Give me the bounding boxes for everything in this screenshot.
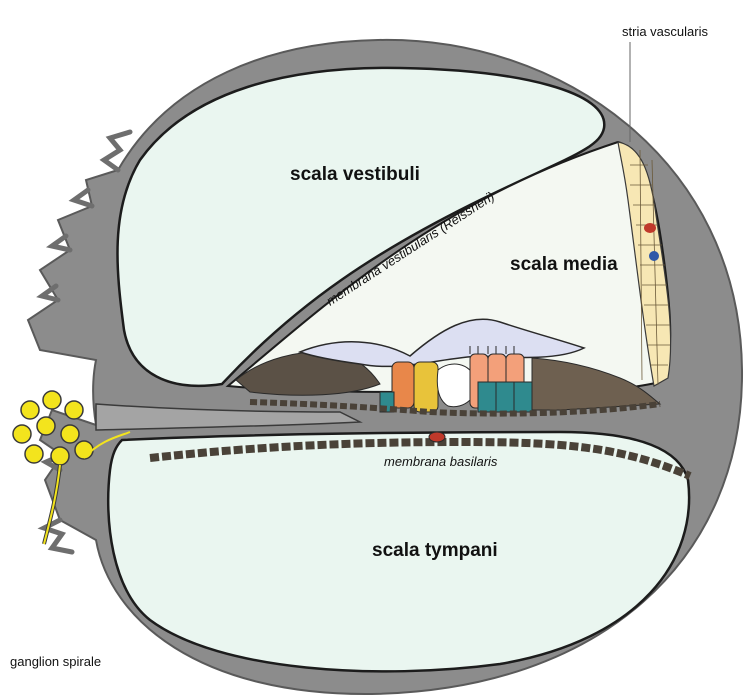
label-stria-vascularis: stria vascularis xyxy=(622,24,708,39)
basilar-vessel xyxy=(429,432,445,442)
label-scala-media: scala media xyxy=(510,254,618,275)
stria-vessel-red xyxy=(644,223,656,233)
stria-vessel-blue xyxy=(649,251,659,261)
label-scala-tympani: scala tympani xyxy=(372,540,498,561)
label-ganglion-spirale: ganglion spirale xyxy=(10,654,101,669)
label-membrana-basilaris: membrana basilaris xyxy=(384,454,498,469)
label-scala-vestibuli: scala vestibuli xyxy=(290,164,420,185)
